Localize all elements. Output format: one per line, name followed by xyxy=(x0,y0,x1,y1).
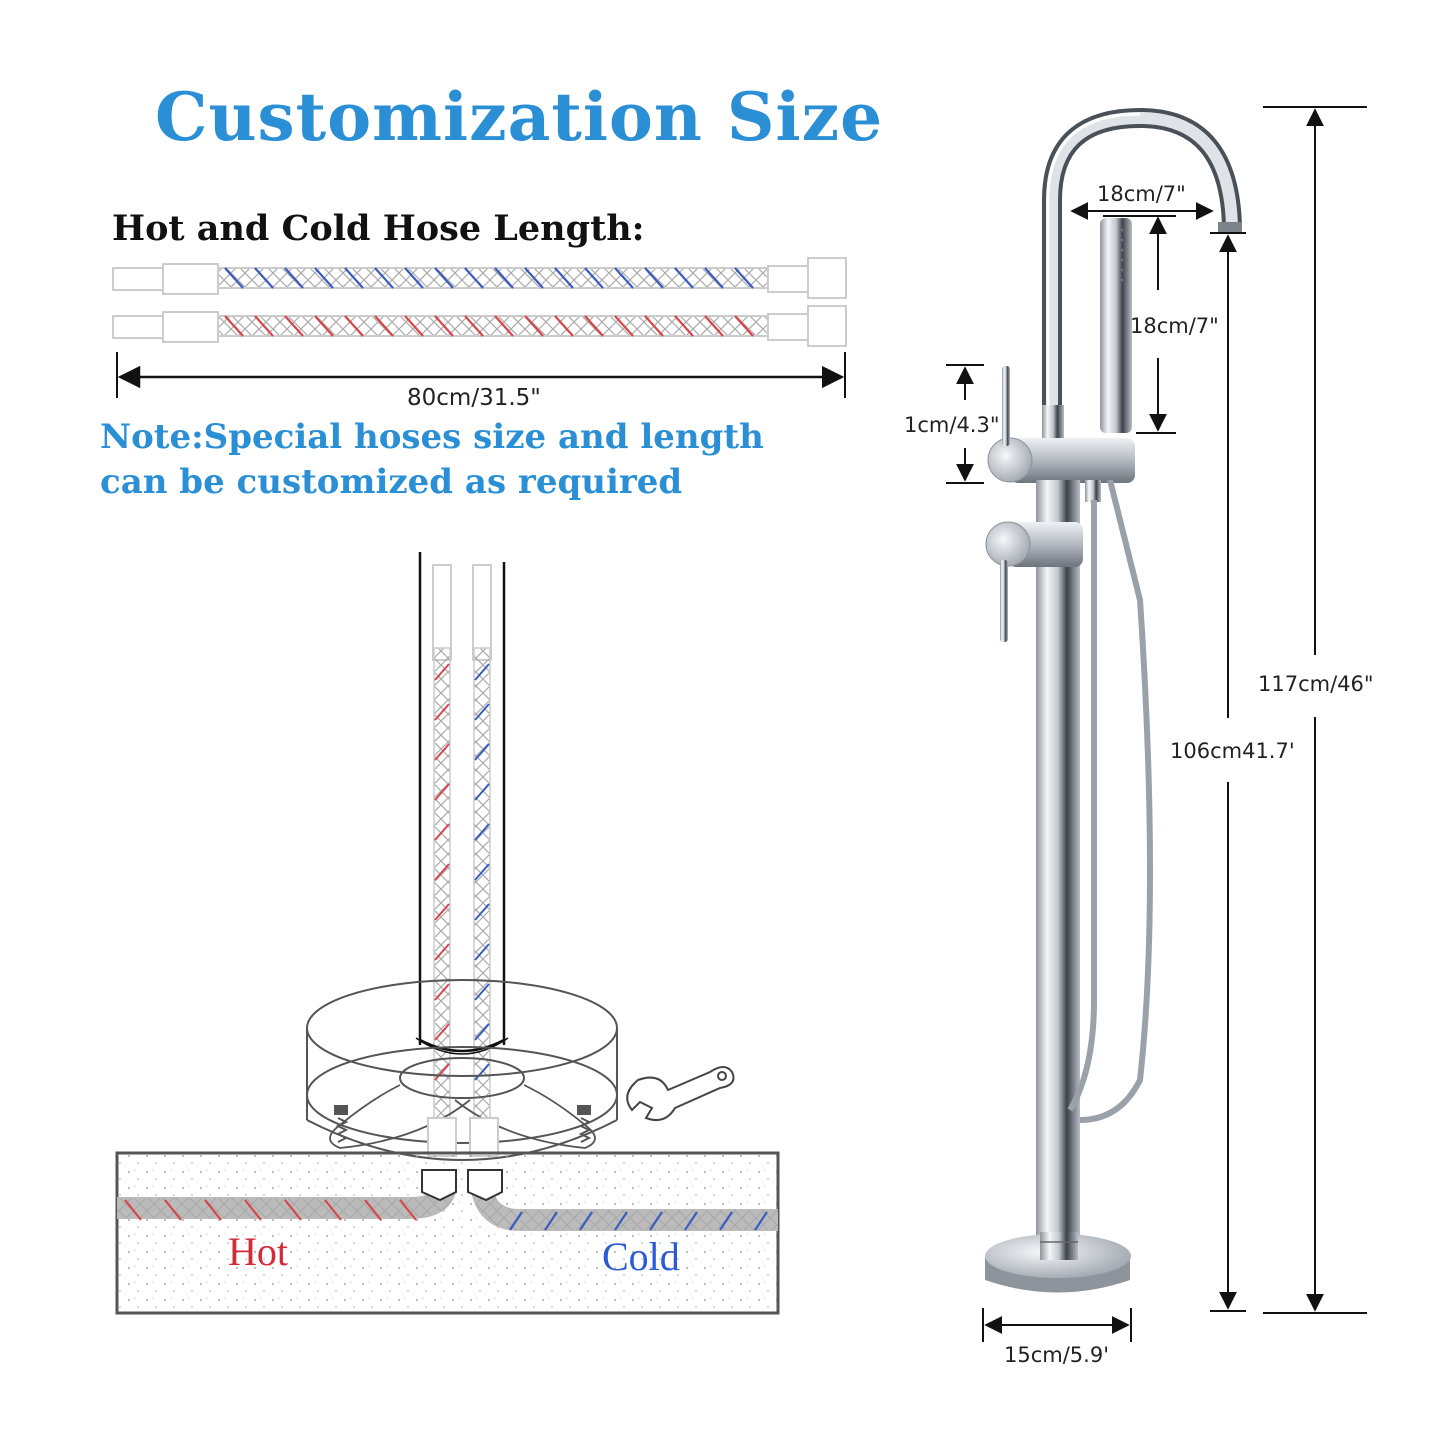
cold-label: Cold xyxy=(602,1234,680,1279)
base-diameter-label: 15cm/5.9' xyxy=(1004,1343,1109,1367)
hose-length-label: 80cm/31.5" xyxy=(407,385,541,411)
total-height-label: 117cm/46" xyxy=(1258,672,1374,696)
floor-slab xyxy=(115,1151,780,1315)
wrench-icon xyxy=(626,1066,735,1121)
handle-height-label: 1cm/4.3" xyxy=(904,413,1000,437)
hose-length-heading: Hot and Cold Hose Length: xyxy=(112,208,645,249)
cold-hose-illustration xyxy=(112,257,847,299)
hose-length-dimension xyxy=(116,352,846,398)
freestanding-faucet xyxy=(985,107,1242,1293)
handshower-height-label: 18cm/7" xyxy=(1130,314,1219,338)
hot-label: Hot xyxy=(228,1229,288,1274)
spout-height-label: 106cm41.7' xyxy=(1170,739,1295,763)
install-diagram xyxy=(306,552,618,1161)
customization-note-line2: can be customized as required xyxy=(100,462,683,502)
faucet-dimension-lines xyxy=(946,106,1367,1342)
page-title: Customization Size xyxy=(155,78,884,156)
customization-note-line1: Note:Special hoses size and length xyxy=(100,417,764,457)
spout-reach-label: 18cm/7" xyxy=(1097,182,1186,206)
hot-hose-illustration xyxy=(112,305,847,347)
